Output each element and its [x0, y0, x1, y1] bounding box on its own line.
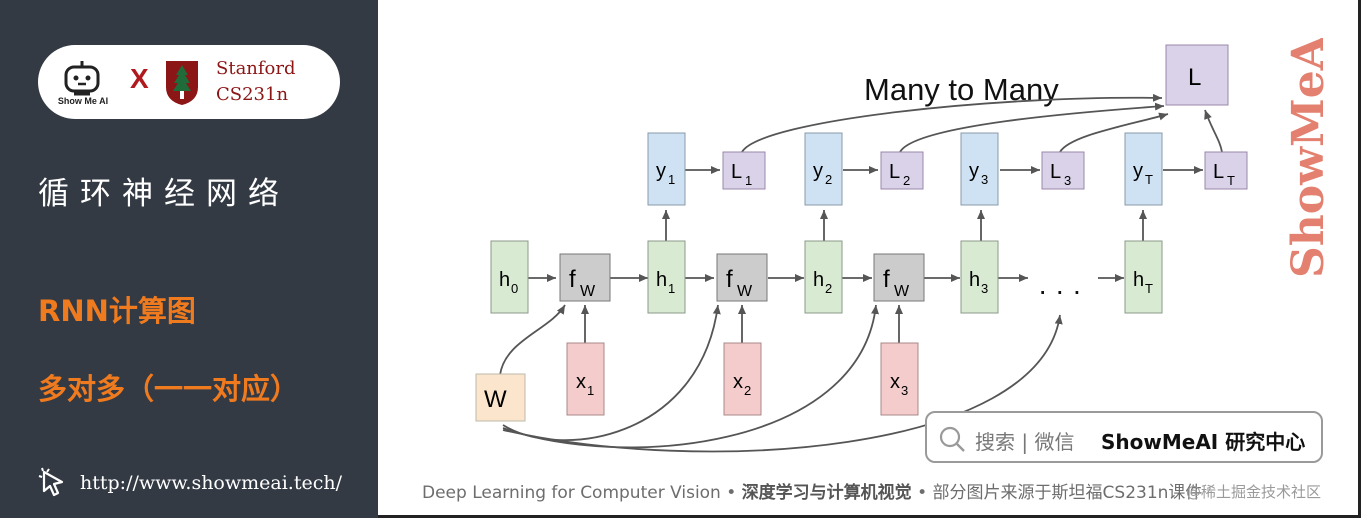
svg-text:3: 3: [981, 281, 988, 296]
svg-text:3: 3: [1064, 173, 1071, 188]
node-W: W: [475, 373, 526, 422]
svg-text:h: h: [969, 269, 980, 291]
svg-text:f: f: [569, 266, 576, 293]
source-watermark: @稀土掘金技术社区: [1186, 483, 1322, 501]
website-url[interactable]: http://www.showmeai.tech/: [80, 472, 343, 494]
footer-part2: 深度学习与计算机视觉: [741, 483, 912, 503]
svg-text:W: W: [484, 386, 507, 413]
svg-text:x: x: [576, 371, 586, 393]
svg-text:L: L: [1050, 161, 1061, 183]
svg-text:f: f: [726, 266, 733, 293]
search-account: ShowMeAI 研究中心: [1101, 430, 1306, 454]
stanford-tree-icon: [166, 61, 198, 105]
svg-text:2: 2: [903, 173, 910, 188]
sidebar-heading-2: 多对多（一一对应）: [38, 372, 300, 406]
ellipsis: · · ·: [1038, 275, 1082, 306]
svg-text:h: h: [499, 269, 510, 291]
showmeai-logo-text: Show Me AI: [57, 96, 109, 106]
stanford-text: Stanford CS231n: [216, 56, 296, 108]
node-L-total: L: [1165, 44, 1229, 106]
svg-text:W: W: [580, 283, 596, 300]
svg-text:L: L: [889, 161, 900, 183]
footer-part3: 部分图片来源于斯坦福CS231n课件: [932, 483, 1203, 503]
footer-part1: Deep Learning for Computer Vision: [422, 483, 721, 503]
svg-text:W: W: [894, 283, 910, 300]
svg-text:3: 3: [981, 172, 988, 187]
svg-text:2: 2: [825, 281, 832, 296]
svg-text:y: y: [656, 160, 666, 182]
svg-text:f: f: [883, 266, 890, 293]
stanford-line1: Stanford: [216, 58, 296, 79]
chain-arrows: [499, 93, 1223, 453]
svg-text:x: x: [733, 371, 743, 393]
svg-text:h: h: [656, 269, 667, 291]
logo-pill: Show Me AI X Stanford CS231n: [38, 45, 340, 119]
cursor-click-icon: [38, 467, 64, 497]
wechat-search-box[interactable]: 搜索 | 微信 ShowMeAI 研究中心: [925, 411, 1323, 463]
svg-text:T: T: [1227, 173, 1235, 188]
svg-text:1: 1: [745, 173, 752, 188]
showmeai-watermark: ShowMeAI: [1287, 38, 1331, 278]
svg-text:W: W: [737, 283, 753, 300]
footer-caption: Deep Learning for Computer Vision • 深度学习…: [422, 478, 1202, 503]
sidebar-panel: Show Me AI X Stanford CS231n 循环神经网络 RNN计…: [0, 0, 378, 518]
svg-text:h: h: [813, 269, 824, 291]
svg-text:2: 2: [744, 383, 751, 398]
svg-text:y: y: [1133, 160, 1143, 182]
website-link[interactable]: http://www.showmeai.tech/: [36, 466, 342, 500]
svg-text:y: y: [813, 160, 823, 182]
svg-text:h: h: [1133, 269, 1144, 291]
svg-text:1: 1: [668, 172, 675, 187]
svg-text:2: 2: [825, 172, 832, 187]
svg-text:1: 1: [668, 281, 675, 296]
svg-text:L: L: [731, 161, 742, 183]
svg-text:1: 1: [587, 383, 594, 398]
stanford-line2: CS231n: [216, 84, 289, 105]
sidebar-title: 循环神经网络: [38, 176, 290, 212]
search-icon: [939, 426, 965, 452]
footer-sep1: •: [720, 483, 742, 503]
diagram-area: [378, 0, 1361, 518]
svg-text:y: y: [969, 160, 979, 182]
svg-text:T: T: [1145, 172, 1153, 187]
svg-text:ShowMeAI: ShowMeAI: [1287, 38, 1331, 278]
svg-text:3: 3: [901, 383, 908, 398]
showmeai-robot-icon: [64, 61, 100, 96]
svg-text:T: T: [1145, 281, 1153, 296]
diagram-title: Many to Many: [864, 72, 1059, 107]
svg-text:0: 0: [511, 281, 518, 296]
sidebar-heading-1: RNN计算图: [38, 294, 196, 328]
svg-text:L: L: [1213, 161, 1224, 183]
svg-text:L: L: [1188, 64, 1201, 91]
svg-text:x: x: [890, 371, 900, 393]
search-placeholder: 搜索 | 微信: [975, 430, 1075, 454]
footer-sep2: •: [911, 483, 933, 503]
cross-mark: X: [130, 63, 149, 94]
